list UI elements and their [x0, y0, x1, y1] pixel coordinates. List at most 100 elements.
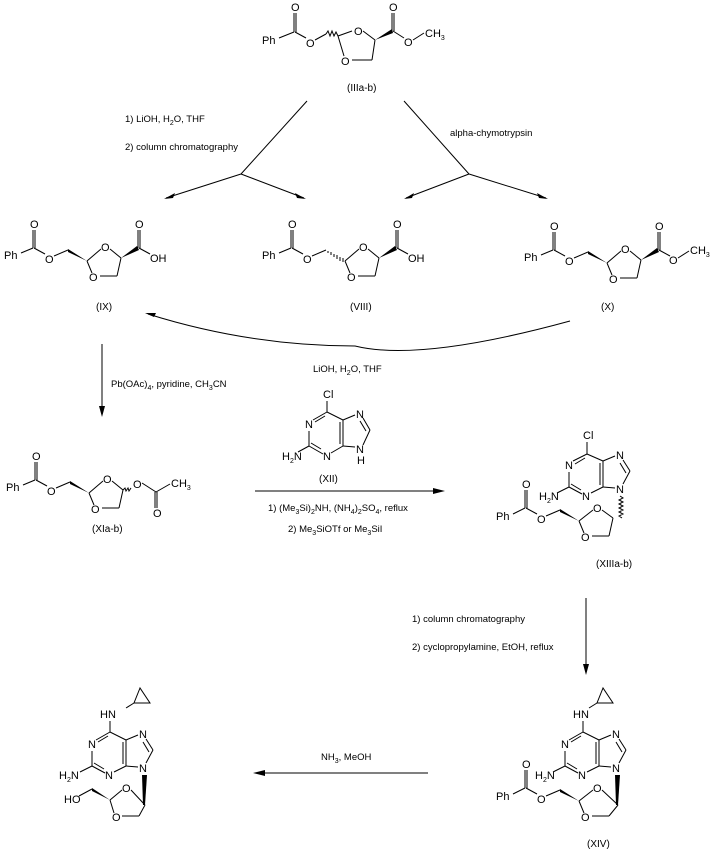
methyl-group: CH3 — [425, 28, 445, 42]
ring-o1: O — [122, 783, 131, 795]
n7: N — [139, 729, 147, 741]
n1: N — [565, 460, 573, 472]
oxidation-arrowhead — [99, 406, 105, 417]
chloro-atom: Cl — [583, 430, 593, 442]
ester-o: O — [306, 38, 315, 50]
wedge-bond — [615, 775, 620, 805]
compound-VIII: Ph O O O O O OH (VIII) — [262, 219, 425, 313]
ester-o: O — [565, 256, 574, 268]
n9: N — [356, 444, 364, 456]
ester-o: O — [537, 514, 546, 526]
compound-IIIab: Ph O O O O O O CH3 (IIIa-b) — [262, 2, 445, 94]
ring-o2: O — [341, 56, 350, 68]
amino-group: H2N — [282, 451, 302, 465]
ring-o1: O — [359, 242, 368, 254]
reagent-enzyme: alpha-chymotrypsin — [450, 128, 532, 139]
cyclopropyl-ring — [596, 686, 614, 704]
ph-group: Ph — [524, 252, 537, 264]
ring-o2: O — [609, 274, 618, 286]
reagent-oxidation: Pb(OAc)4, pyridine, CH3CN — [111, 379, 227, 392]
n1: N — [88, 739, 96, 751]
compound-XIIIab: Cl N N N N H2N Ph O O O O — [496, 430, 632, 570]
deprotection-arrowhead — [253, 770, 265, 776]
n7: N — [612, 729, 620, 741]
ester-carbonyl-o: O — [655, 221, 664, 233]
cyclopropylamino-nh: HN — [573, 709, 589, 721]
reagent-hydrolysis-1: 1) LiOH, H2O, THF — [125, 114, 205, 127]
ring-o1: O — [593, 503, 602, 515]
acetoxy-o: O — [133, 479, 142, 491]
carbonyl-o: O — [522, 759, 531, 771]
hydroxyl-group: OH — [408, 253, 425, 265]
amino-group: H2N — [59, 770, 79, 784]
reagent-coupling-1: 1) (Me3Si)2NH, (NH4)2SO4, reflux — [268, 503, 408, 516]
reagent-amination-2: 2) cyclopropylamine, EtOH, reflux — [412, 642, 554, 653]
ph-group: Ph — [4, 250, 17, 262]
coupling-arrowhead — [433, 488, 445, 494]
hydroxyl-group: OH — [150, 253, 167, 265]
wavy-bond — [617, 495, 625, 519]
methoxy-o: O — [404, 37, 413, 49]
chloro-atom: Cl — [323, 389, 333, 401]
ph-group: Ph — [262, 250, 275, 262]
ring-o1: O — [593, 783, 602, 795]
carbonyl-o: O — [291, 2, 300, 14]
methoxy-o: O — [669, 255, 678, 267]
ring-o2: O — [347, 272, 356, 284]
n9: N — [139, 763, 147, 775]
recycle-arrowhead — [145, 313, 156, 317]
acetyl-carbonyl-o: O — [153, 508, 162, 520]
branch-arrows — [164, 100, 548, 199]
compound-X: Ph O O O O O O CH3 (X) — [524, 221, 710, 313]
n3: N — [323, 451, 331, 463]
nh-hydrogen: H — [357, 455, 365, 467]
compound-final: HN N N N N H2N HO O O — [59, 686, 154, 824]
n3: N — [105, 770, 113, 782]
n1: N — [305, 419, 313, 431]
amino-group: H2N — [535, 770, 555, 784]
compound-label: (IIIa-b) — [347, 83, 376, 94]
ph-group: Ph — [496, 511, 509, 523]
compound-label: (VIII) — [350, 302, 372, 313]
amino-group: H2N — [539, 491, 559, 505]
wavy-bond — [122, 486, 132, 493]
ring-o2: O — [581, 532, 590, 544]
n9: N — [612, 763, 620, 775]
reagent-coupling-2: 2) Me3SiOTf or Me3SiI — [288, 524, 382, 537]
ester-o: O — [45, 254, 54, 266]
n7: N — [616, 450, 624, 462]
compound-IX: Ph O O O O O OH (IX) — [4, 219, 167, 313]
compound-label: (XII) — [319, 474, 338, 485]
reagent-recycle: LiOH, H2O, THF — [313, 364, 382, 377]
ring-o1: O — [103, 474, 112, 486]
ring-o2: O — [91, 504, 100, 516]
n1: N — [561, 739, 569, 751]
ring-o1: O — [101, 242, 110, 254]
acid-carbonyl-o: O — [135, 219, 144, 231]
compound-label: (X) — [601, 302, 614, 313]
ph-group: Ph — [496, 791, 509, 803]
ring-o1: O — [354, 26, 363, 38]
hydroxyl-group: HO — [64, 794, 81, 806]
carbonyl-o: O — [550, 221, 559, 233]
carbonyl-o: O — [288, 219, 297, 231]
carbonyl-o: O — [32, 451, 41, 463]
n9: N — [616, 484, 624, 496]
acid-carbonyl-o: O — [393, 219, 402, 231]
reagent-hydrolysis-2: 2) column chromatography — [125, 142, 238, 153]
ring-o1: O — [621, 244, 630, 256]
ring-o2: O — [112, 812, 121, 824]
compound-label: (XIa-b) — [92, 524, 123, 535]
ph-group: Ph — [6, 482, 19, 494]
cyclopropylamino-nh: HN — [100, 709, 116, 721]
compound-XIV: HN N N N N H2N Ph O O O O — [496, 686, 627, 850]
ring-o2: O — [581, 812, 590, 824]
carbonyl-o: O — [522, 479, 531, 491]
compound-label: (XIV) — [587, 839, 610, 850]
wavy-bond — [325, 29, 339, 38]
ring-o2: O — [89, 272, 98, 284]
reagent-amination-1: 1) column chromatography — [412, 614, 525, 625]
ph-group: Ph — [262, 35, 275, 47]
wedge-bond — [142, 775, 147, 805]
